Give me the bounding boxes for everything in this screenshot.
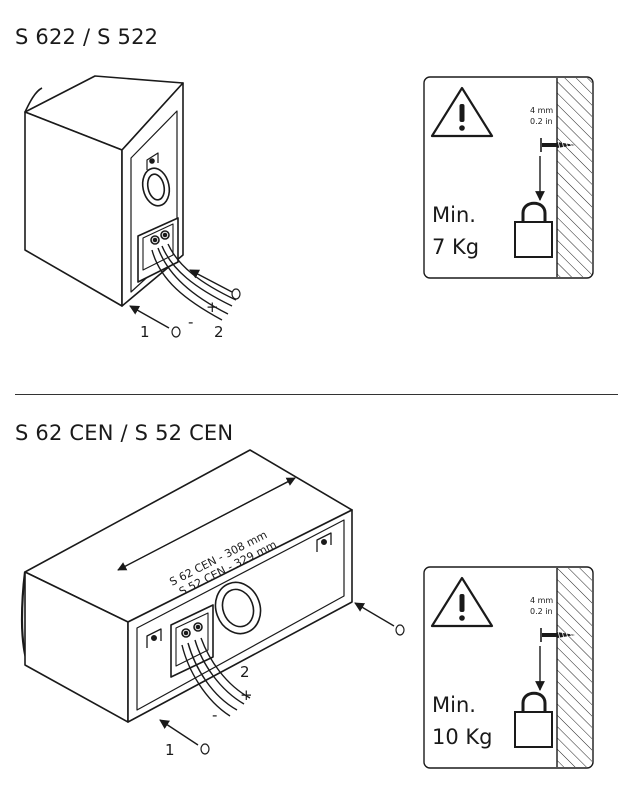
weight-label: 7 Kg	[432, 235, 479, 259]
wall-mount-card-bookshelf: 4 mm 0.2 in Min. 7 Kg	[423, 76, 594, 279]
screw-mm: 4 mm	[530, 106, 553, 115]
label-2: 2	[214, 323, 224, 341]
section-divider	[15, 394, 618, 395]
label-1: 1	[140, 323, 150, 341]
screw-in: 0.2 in	[530, 117, 553, 126]
screw-hole-icon	[231, 288, 241, 300]
label-plus: +	[240, 686, 253, 704]
label-plus: +	[206, 298, 219, 316]
mount-arrow	[354, 602, 395, 627]
screw-in: 0.2 in	[530, 607, 553, 616]
min-label: Min.	[432, 693, 476, 717]
screw-hole-icon	[200, 743, 210, 755]
label-2: 2	[240, 663, 250, 681]
label-minus: -	[212, 706, 217, 724]
weight-icon	[514, 201, 553, 258]
warning-icon	[430, 576, 494, 628]
min-label: Min.	[432, 203, 476, 227]
weight-icon	[514, 691, 553, 748]
screw-icon	[540, 138, 575, 152]
label-minus: -	[188, 313, 193, 331]
section-title-bookshelf: S 622 / S 522	[15, 25, 159, 49]
dimension-arrow	[117, 477, 296, 571]
weight-label: 10 Kg	[432, 725, 493, 749]
label-1: 1	[165, 741, 175, 759]
mount-arrow	[129, 305, 170, 329]
screw-hole-icon	[395, 624, 405, 636]
screw-mm: 4 mm	[530, 596, 553, 605]
mount-arrow	[159, 719, 199, 746]
screw-icon	[540, 628, 575, 642]
bookshelf-speaker-drawing	[24, 75, 237, 321]
center-speaker-drawing	[20, 449, 353, 723]
screw-hole-icon	[171, 326, 181, 338]
warning-icon	[430, 86, 494, 138]
wall-mount-card-center: 4 mm 0.2 in Min. 10 Kg	[423, 566, 594, 769]
section-title-center: S 62 CEN / S 52 CEN	[15, 421, 234, 445]
mount-arrow	[189, 269, 233, 293]
